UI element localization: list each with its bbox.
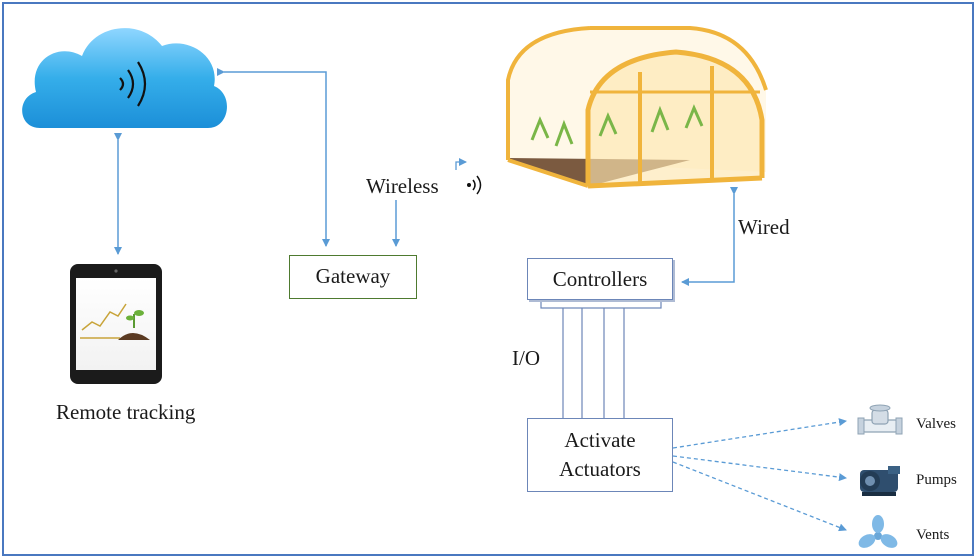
wired-label: Wired	[738, 215, 790, 239]
cloud-gateway-link	[217, 68, 330, 247]
tablet-icon	[70, 264, 162, 384]
greenhouse-icon	[506, 26, 768, 189]
vent-fan-icon	[858, 515, 898, 548]
gateway-node: Gateway	[289, 255, 417, 299]
actuator-device-links	[672, 418, 847, 532]
cloud-icon	[22, 28, 227, 128]
io-lines	[540, 299, 662, 418]
controllers-node: Controllers	[527, 258, 673, 300]
valve-icon	[857, 404, 903, 435]
valves-label: Valves	[916, 416, 956, 432]
wired-link	[681, 187, 738, 286]
wireless-signal-icon	[455, 158, 482, 195]
activate-actuators-node: Activate Actuators	[527, 418, 673, 492]
actuators-line-2: Actuators	[559, 457, 641, 481]
wireless-label: Wireless	[366, 174, 439, 198]
vents-label: Vents	[916, 527, 950, 543]
pumps-label: Pumps	[916, 472, 957, 488]
remote-tracking-label: Remote tracking	[56, 400, 196, 424]
io-label: I/O	[512, 346, 540, 370]
pump-icon	[860, 466, 900, 496]
actuators-line-1: Activate	[564, 428, 636, 452]
